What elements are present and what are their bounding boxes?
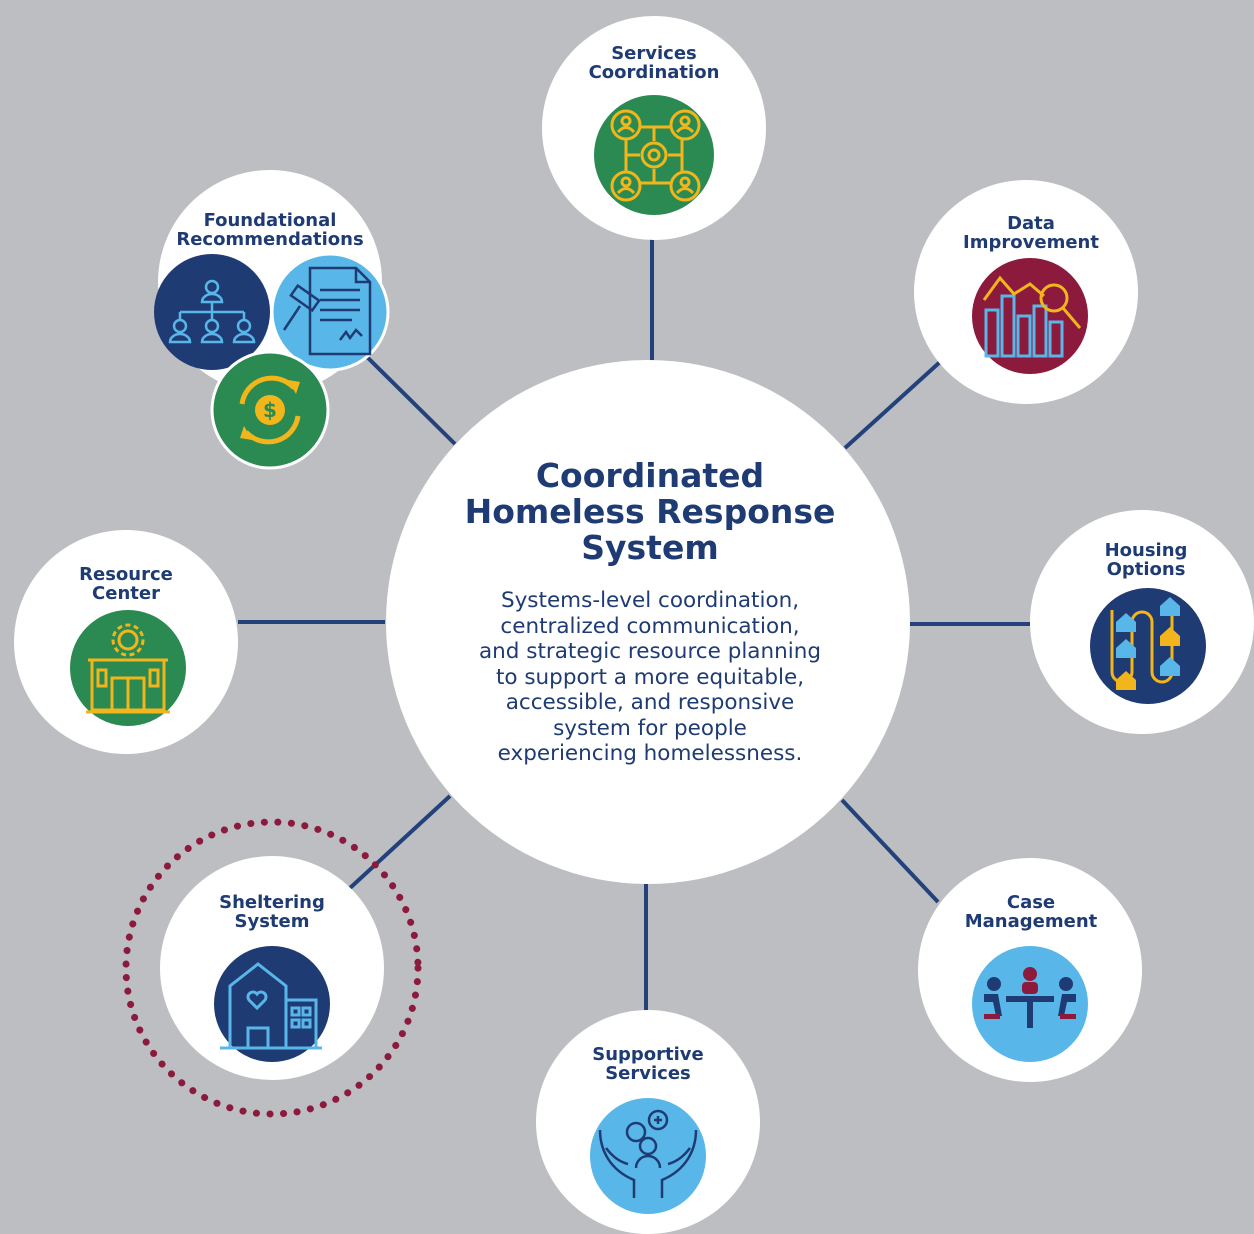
sheltering-system-label: Sheltering System — [192, 893, 352, 931]
org-chart-icon — [154, 254, 270, 370]
label-line: Resource — [79, 564, 173, 585]
data-improvement-label: Data Improvement — [946, 214, 1116, 252]
center-description-line: and strategic resource planning — [479, 639, 821, 664]
label-line: Sheltering — [219, 892, 325, 913]
label-line: Center — [92, 583, 160, 604]
center-title-line: System — [581, 528, 719, 567]
network-people-gear-icon — [594, 95, 714, 215]
center-description-line: accessible, and responsive — [505, 690, 795, 715]
hands-care-icon — [590, 1098, 706, 1214]
houses-road-icon — [1090, 588, 1206, 704]
center-description-line: Systems-level coordination, — [500, 588, 800, 613]
label-line: Management — [964, 911, 1098, 932]
connector-case-management — [840, 798, 940, 904]
foundational-recommendations-label: Foundational Recommendations — [166, 211, 374, 249]
bar-chart-magnifier-icon — [972, 258, 1088, 374]
housing-options-label: Housing Options — [1076, 541, 1216, 579]
label-line: Services — [611, 43, 697, 64]
highlight-dotted-ring — [122, 818, 422, 1118]
label-line: Coordination — [588, 62, 720, 83]
center-description-line: experiencing homelessness. — [497, 741, 803, 766]
label-line: Housing — [1104, 540, 1188, 561]
gavel-document-icon — [270, 252, 390, 372]
label-line: Options — [1106, 559, 1186, 580]
label-line: Supportive — [592, 1044, 704, 1065]
connector-sheltering-system — [348, 794, 452, 890]
label-line: Services — [605, 1063, 691, 1084]
center-title-line: Homeless Response — [464, 492, 836, 531]
connectors — [238, 238, 1030, 1010]
svg-text:$: $ — [263, 398, 277, 422]
resource-center-label: Resource Center — [56, 565, 196, 603]
building-gear-icon — [70, 610, 186, 726]
connector-data-improvement — [843, 360, 942, 450]
center-title: Coordinated Homeless Response System — [420, 458, 880, 566]
center-description-line: system for people — [553, 715, 747, 741]
supportive-services-label: Supportive Services — [568, 1045, 728, 1083]
label-line: Recommendations — [176, 229, 364, 250]
label-line: Foundational — [203, 210, 337, 231]
services-coordination-label: Services Coordination — [574, 44, 734, 82]
label-line: Data — [1007, 213, 1055, 234]
case-management-label: Case Management — [946, 893, 1116, 931]
label-line: Improvement — [963, 232, 1099, 253]
label-line: Case — [1006, 892, 1056, 913]
label-line: System — [234, 911, 310, 932]
connector-foundational-recommendations — [358, 348, 457, 446]
meeting-table-icon — [972, 946, 1088, 1062]
center-title-line: Coordinated — [535, 456, 765, 495]
dollar-cycle-icon: $ — [210, 350, 330, 470]
center-description-line: centralized communication, — [500, 613, 800, 639]
center-description-line: to support a more equitable, — [495, 664, 805, 690]
center-description: Systems-level coordination, centralized … — [440, 588, 860, 767]
center-circle — [386, 360, 910, 884]
shelter-building-heart-icon — [214, 946, 330, 1062]
